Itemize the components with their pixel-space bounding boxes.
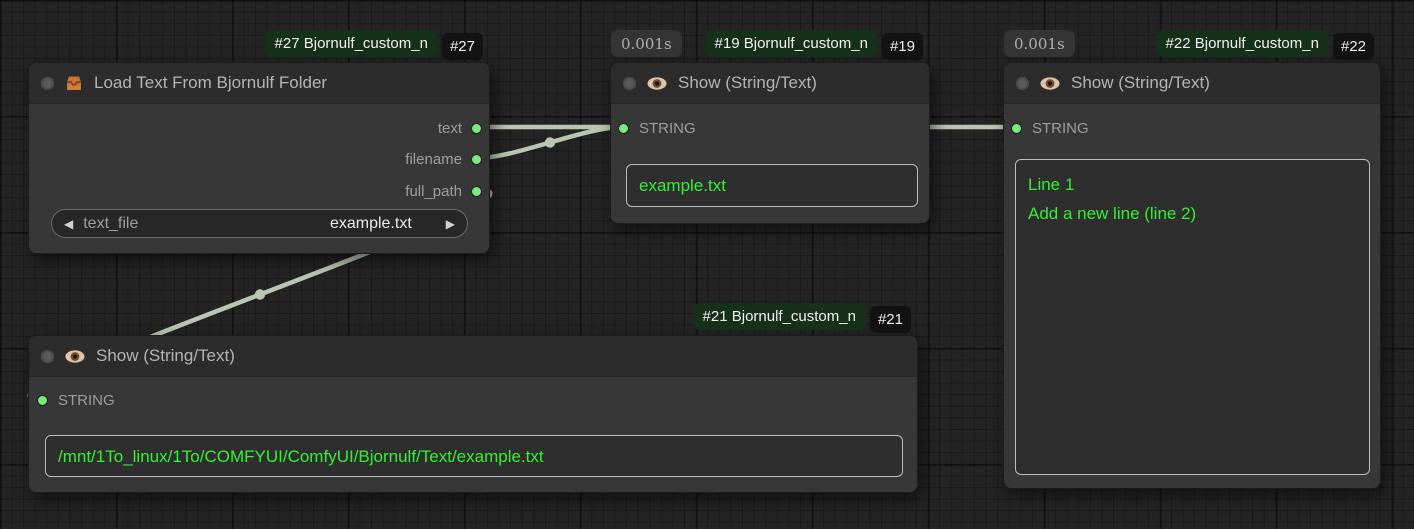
slot-label: STRING <box>639 119 696 137</box>
eye-icon <box>646 75 668 91</box>
collapse-dot[interactable] <box>1016 76 1029 90</box>
output-dot[interactable] <box>471 153 482 165</box>
node-show-string-21[interactable]: #21 Bjornulf_custom_n #21 Show (String/T… <box>28 303 918 493</box>
node-title: Show (String/Text) <box>1071 73 1210 92</box>
wire-midpoint-dot <box>544 137 556 148</box>
node-title-bar[interactable]: Load Text From Bjornulf Folder <box>29 63 489 104</box>
node-id-badge: #22 <box>1332 33 1374 60</box>
node-title-bar[interactable]: Show (String/Text) <box>29 336 917 377</box>
eye-icon <box>64 348 86 364</box>
output-slot-text[interactable]: text <box>438 117 482 139</box>
wire-midpoint-dot <box>254 289 266 300</box>
node-id-badge: #19 <box>881 33 923 60</box>
node-title-bar[interactable]: Show (String/Text) <box>1004 63 1380 104</box>
node-badges: #27 Bjornulf_custom_n #27 <box>29 30 483 60</box>
output-slot-full-path[interactable]: full_path <box>405 180 482 202</box>
collapse-dot[interactable] <box>41 349 54 363</box>
node-title: Show (String/Text) <box>96 346 235 365</box>
input-dot[interactable] <box>618 122 629 134</box>
node-id-badge: #21 <box>869 306 911 333</box>
next-arrow-icon[interactable]: ▶ <box>445 216 455 231</box>
combo-widget-value[interactable]: example.txt <box>329 214 412 232</box>
node-source-badge: #19 Bjornulf_custom_n <box>704 30 878 57</box>
output-dot[interactable] <box>471 122 482 134</box>
node-show-string-22[interactable]: 0.001s #22 Bjornulf_custom_n #22 Show (S… <box>1003 30 1381 489</box>
input-slot-string[interactable]: STRING <box>37 389 115 411</box>
node-load-text-27[interactable]: #27 Bjornulf_custom_n #27 Load Text From… <box>28 30 490 254</box>
node-source-badge: #22 Bjornulf_custom_n <box>1155 30 1329 57</box>
node-id-badge: #27 <box>441 33 483 60</box>
prev-arrow-icon[interactable]: ◀ <box>64 216 74 231</box>
string-display[interactable]: Line 1 Add a new line (line 2) <box>1015 159 1370 475</box>
node-show-string-19[interactable]: 0.001s #19 Bjornulf_custom_n #19 Show (S… <box>610 30 930 224</box>
string-display[interactable]: example.txt <box>626 164 918 207</box>
execution-time-badge: 0.001s <box>1004 30 1075 57</box>
wire-filename-to-19 <box>475 124 625 161</box>
node-title: Load Text From Bjornulf Folder <box>94 73 328 92</box>
slot-label: full_path <box>405 182 462 200</box>
slot-label: filename <box>405 150 462 168</box>
node-badges: 0.001s #19 Bjornulf_custom_n #19 <box>611 30 923 60</box>
text-file-combo-widget[interactable]: ◀ text_file example.txt ▶ <box>51 209 468 238</box>
execution-time-badge: 0.001s <box>611 30 682 57</box>
collapse-dot[interactable] <box>623 76 636 90</box>
node-source-badge: #27 Bjornulf_custom_n <box>264 30 438 57</box>
input-slot-string[interactable]: STRING <box>618 117 696 139</box>
input-dot[interactable] <box>1011 122 1022 134</box>
output-slot-filename[interactable]: filename <box>405 148 482 170</box>
slot-label: text <box>437 119 462 137</box>
node-source-badge: #21 Bjornulf_custom_n <box>692 303 866 330</box>
slot-label: STRING <box>58 391 115 409</box>
node-badges: 0.001s #22 Bjornulf_custom_n #22 <box>1004 30 1374 60</box>
node-title: Show (String/Text) <box>678 73 817 92</box>
node-title-bar[interactable]: Show (String/Text) <box>611 63 929 104</box>
collapse-dot[interactable] <box>41 76 54 90</box>
input-dot[interactable] <box>37 394 48 406</box>
output-dot[interactable] <box>471 185 482 197</box>
inbox-tray-icon <box>64 75 84 92</box>
combo-widget-name: text_file <box>83 214 139 232</box>
node-badges: #21 Bjornulf_custom_n #21 <box>29 303 911 333</box>
string-display[interactable]: /mnt/1To_linux/1To/COMFYUI/ComfyUI/Bjorn… <box>45 435 903 477</box>
slot-label: STRING <box>1032 119 1089 137</box>
eye-icon <box>1039 75 1061 91</box>
input-slot-string[interactable]: STRING <box>1011 117 1089 139</box>
